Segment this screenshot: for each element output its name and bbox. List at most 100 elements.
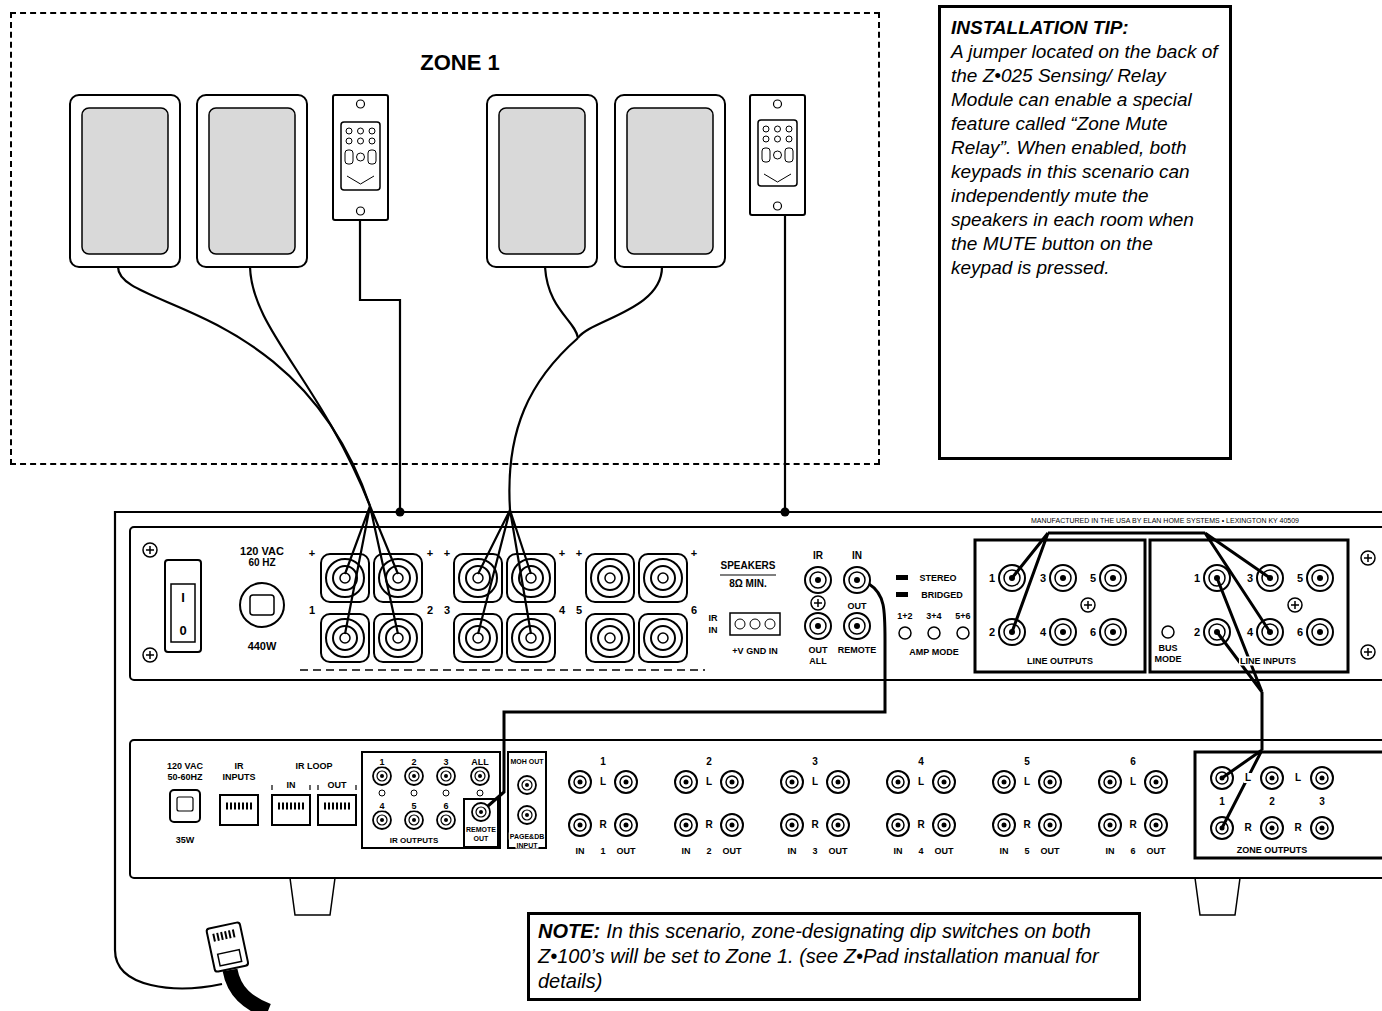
- jack-label: +: [443, 548, 451, 559]
- panel-label: MODE: [1154, 655, 1183, 664]
- jack-label: 3: [443, 605, 451, 616]
- speaker: [197, 95, 307, 267]
- jack-label: 4: [1246, 627, 1254, 638]
- jack-label: 5: [1089, 573, 1097, 584]
- panel-label: IR OUTPUTS: [389, 837, 439, 845]
- jack-label: R: [704, 820, 713, 830]
- jack-label: R: [598, 820, 607, 830]
- panel-label: 120 VAC: [166, 762, 204, 771]
- jack-label: OUT: [616, 847, 637, 856]
- speaker: [615, 95, 725, 267]
- jack-label: 2: [988, 627, 996, 638]
- panel-label: PAGE&DB: [509, 833, 545, 840]
- jack-label: IN: [851, 551, 863, 561]
- jack-label: OUT: [1146, 847, 1167, 856]
- jack-label: +: [308, 548, 316, 559]
- jack-label: IN: [708, 626, 719, 635]
- jack-label: I: [180, 591, 186, 604]
- jack-label: L: [1244, 773, 1252, 783]
- panel-label: IR LOOP: [294, 762, 333, 771]
- body-text: A jumper located on the back of the Z•02…: [951, 40, 1219, 280]
- jack-label: 6: [690, 605, 698, 616]
- jack-label: 3: [811, 757, 819, 767]
- jack-label: 5: [575, 605, 583, 616]
- panel-label: LINE INPUTS: [1239, 657, 1297, 666]
- heading: ZONE 1: [12, 50, 878, 76]
- jack-label: ALL: [808, 657, 828, 666]
- jack-label: 1: [1193, 573, 1201, 584]
- jack-label: IN: [893, 847, 904, 856]
- speaker: [70, 95, 180, 267]
- jack-label: R: [1293, 823, 1302, 833]
- jack-label: +: [575, 548, 583, 559]
- zone-region: ZONE 1: [10, 12, 880, 465]
- jack-label: OUT: [327, 781, 348, 790]
- jack-label: 5: [1023, 757, 1031, 767]
- jack-label: OUT: [473, 835, 490, 842]
- panel-label: 120 VAC: [239, 546, 285, 557]
- panel-label: 60 HZ: [247, 558, 276, 568]
- jack-label: OUT: [828, 847, 849, 856]
- jack-label: 6: [1296, 627, 1304, 638]
- jack-label: +: [558, 548, 566, 559]
- jack-label: 5+6: [954, 612, 971, 621]
- heading: INSTALLATION TIP:: [951, 16, 1219, 40]
- jack-label: L: [917, 777, 925, 787]
- jack-label: OUT: [808, 646, 829, 655]
- jack-label: 1: [599, 847, 606, 856]
- jack-label: 3: [1039, 573, 1047, 584]
- panel-label: MANUFACTURED IN THE USA BY ELAN HOME SYS…: [1030, 517, 1300, 524]
- controller-panel: [130, 740, 1382, 915]
- jack-label: ALL: [470, 758, 490, 767]
- keypad: [750, 95, 805, 215]
- jack-label: 1: [1218, 797, 1226, 807]
- jack-label: 4: [378, 802, 385, 811]
- jack-label: 5: [1023, 847, 1030, 856]
- jack-label: 2: [1193, 627, 1201, 638]
- jack-label: R: [1022, 820, 1031, 830]
- jack-label: L: [599, 777, 607, 787]
- jack-label: 2: [705, 757, 713, 767]
- jack-label: R: [1128, 820, 1137, 830]
- panel-label: AMP MODE: [908, 648, 959, 657]
- jack-label: R: [1243, 823, 1252, 833]
- jack-label: 3: [1246, 573, 1254, 584]
- panel-label: +V GND IN: [731, 647, 778, 656]
- jack-label: IN: [787, 847, 798, 856]
- junction-dot: [781, 508, 790, 517]
- jack-label: 2: [1268, 797, 1276, 807]
- heading: NOTE:: [538, 920, 600, 942]
- jack-label: OUT: [934, 847, 955, 856]
- jack-label: +: [690, 548, 698, 559]
- jack-label: IN: [575, 847, 586, 856]
- jack-label: 4: [1039, 627, 1047, 638]
- amplifier-panel: [130, 527, 1382, 680]
- jack-label: L: [1294, 773, 1302, 783]
- panel-label: ZONE OUTPUTS: [1236, 846, 1309, 855]
- jack-label: IN: [286, 781, 297, 790]
- jack-label: 1: [308, 605, 316, 616]
- installation-tip-box: INSTALLATION TIP:A jumper located on the…: [938, 5, 1232, 460]
- jack-label: 0: [178, 624, 187, 637]
- jack-label: 3: [442, 758, 449, 767]
- jack-label: OUT: [722, 847, 743, 856]
- jack-label: 2: [705, 847, 712, 856]
- jack-label: 2: [426, 605, 434, 616]
- jack-label: 1: [988, 573, 996, 584]
- body-text: In this scenario, zone-designating dip s…: [538, 920, 1099, 992]
- jack-label: 5: [410, 802, 417, 811]
- jack-label: R: [916, 820, 925, 830]
- jack-label: 3+4: [925, 612, 942, 621]
- jack-label: 4: [558, 605, 566, 616]
- note-box: NOTE:In this scenario, zone-designating …: [527, 912, 1141, 1001]
- jack-label: 35W: [175, 836, 196, 845]
- junction-dot: [396, 508, 405, 517]
- jack-label: IN: [1105, 847, 1116, 856]
- panel-label: SPEAKERS: [719, 561, 776, 571]
- jack-label: IR: [708, 614, 719, 623]
- jack-label: 6: [1129, 847, 1136, 856]
- panel-label: 50-60HZ: [166, 773, 203, 782]
- jack-label: L: [1129, 777, 1137, 787]
- panel-label: INPUT: [516, 842, 539, 849]
